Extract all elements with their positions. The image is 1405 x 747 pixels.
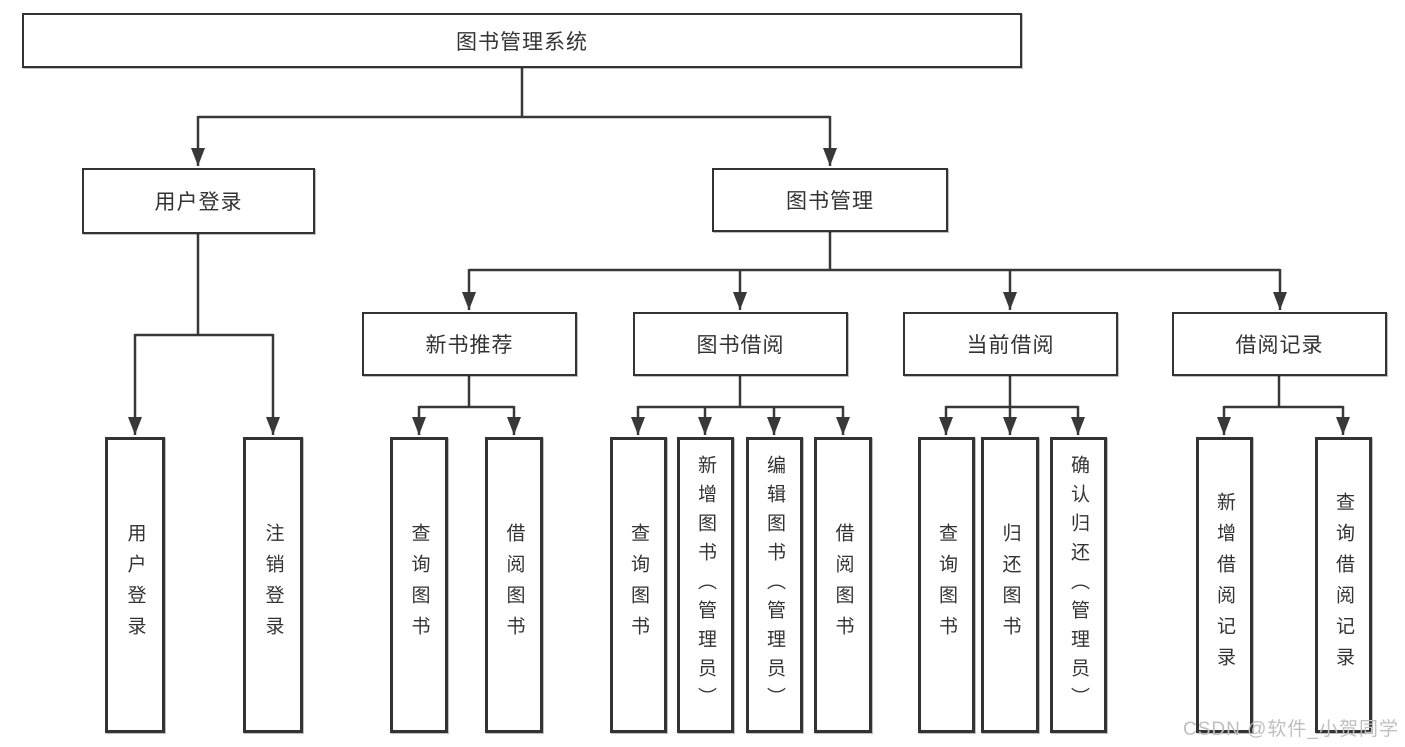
node-root-system: 图书管理系统 [22, 13, 1022, 68]
node-book-management: 图书管理 [712, 168, 948, 232]
leaf-confirm-return-admin: 确认归还（管理员） [1050, 437, 1107, 733]
leaf-return-book-label: 归还图书 [999, 523, 1021, 647]
leaf-borrow-book: 借阅图书 [814, 437, 872, 733]
node-user-login: 用户登录 [82, 168, 315, 234]
leaf-user-login-label: 用户登录 [124, 523, 146, 647]
leaf-borrow-books-newrec-label: 借阅图书 [503, 523, 525, 647]
node-new-book-recommend-label: 新书推荐 [425, 334, 514, 357]
leaf-query-borrow-record-label: 查询借阅记录 [1333, 492, 1354, 678]
node-book-borrow: 图书借阅 [633, 312, 848, 376]
node-book-management-label: 图书管理 [786, 190, 874, 213]
leaf-query-books-newrec: 查询图书 [390, 437, 448, 733]
leaf-query-books-current: 查询图书 [918, 437, 975, 733]
leaf-borrow-books-newrec: 借阅图书 [485, 437, 543, 733]
node-current-borrow: 当前借阅 [903, 312, 1118, 376]
node-new-book-recommend: 新书推荐 [362, 312, 577, 376]
node-borrow-records-label: 借阅记录 [1235, 334, 1324, 357]
leaf-borrow-book-label: 借阅图书 [832, 523, 854, 647]
leaf-logout-login-label: 注销登录 [262, 523, 284, 647]
node-borrow-records: 借阅记录 [1172, 312, 1387, 376]
leaf-query-borrow-record: 查询借阅记录 [1315, 437, 1372, 733]
leaf-add-borrow-record: 新增借阅记录 [1196, 437, 1253, 733]
leaf-query-books-borrow: 查询图书 [610, 437, 667, 733]
csdn-watermark: CSDN @软件_小贺同学 [1183, 719, 1399, 740]
node-root-label: 图书管理系统 [456, 30, 588, 54]
leaf-add-book-admin-label: 新增图书（管理员） [695, 454, 716, 716]
leaf-user-login: 用户登录 [105, 437, 165, 733]
leaf-query-books-current-label: 查询图书 [936, 523, 957, 647]
leaf-confirm-return-admin-label: 确认归还（管理员） [1068, 454, 1089, 716]
node-current-borrow-label: 当前借阅 [966, 334, 1055, 357]
leaf-edit-book-admin-label: 编辑图书（管理员） [764, 454, 785, 716]
leaf-add-book-admin: 新增图书（管理员） [677, 437, 734, 733]
leaf-edit-book-admin: 编辑图书（管理员） [746, 437, 803, 733]
leaf-add-borrow-record-label: 新增借阅记录 [1214, 492, 1235, 678]
node-user-login-label: 用户登录 [154, 191, 243, 214]
leaf-logout-login: 注销登录 [243, 437, 303, 733]
leaf-query-books-borrow-label: 查询图书 [628, 523, 649, 647]
node-book-borrow-label: 图书借阅 [696, 334, 785, 357]
leaf-query-books-newrec-label: 查询图书 [408, 523, 430, 647]
leaf-return-book: 归还图书 [981, 437, 1039, 733]
